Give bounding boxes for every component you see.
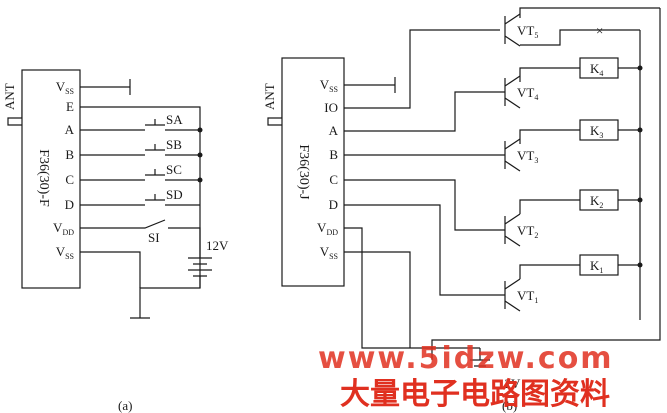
relay-k3: K3 [519,119,643,144]
battery-a-label: 12V [206,238,229,253]
watermark: www.5idzw.com 大量电子电路图资料 [318,341,614,412]
vss-b-line [344,251,411,348]
relay-k1: K1 [519,254,643,279]
pin-b-6: VDD [317,220,338,237]
chip-b-label: F36(30)-J [296,144,311,200]
switch-sd-label: SD [166,187,183,202]
transistor-vt2: VT2 [504,213,538,247]
pin-b-5: D [329,197,338,212]
transistor-label-vt3: VT3 [517,148,538,165]
vdd-a-line [80,219,201,250]
relay-k4: K4 [519,57,643,82]
relay-k2: K2 [519,189,643,214]
relay-label-k1: K1 [590,258,603,275]
vss-a-ground [80,79,131,95]
transistor-vt1: VT1 [504,278,538,312]
pin-a-2: A [65,122,75,137]
transistor-vt3: VT3 [504,138,538,172]
transistor-label-vt2: VT2 [517,223,538,240]
antenna-b-label: ANT [262,83,277,110]
cross-mark: × [596,23,603,38]
relay-label-k3: K3 [590,123,603,140]
pin-b-1: IO [324,100,338,115]
transistor-vt5: VT5 [504,13,538,47]
watermark-title: 大量电子电路图资料 [340,377,610,412]
battery-b-label: 12V [498,376,521,391]
switch-sc-label: SC [166,162,182,177]
antenna-a-label: ANT [2,83,17,110]
switch-sb-label: SB [166,137,182,152]
chip-a-label: F36(30)-F [36,149,51,207]
vdd-b-line [344,227,480,349]
pin-a-6: VDD [53,220,74,237]
pin-a-5: D [65,197,74,212]
chip-a-body [21,69,81,289]
pin-a-0: VSS [56,79,74,96]
vss-a-bottom [80,251,141,288]
transistor-vt4: VT4 [504,75,538,109]
transistor-label-vt5: VT5 [517,23,538,40]
push-buttons-a [145,119,165,201]
c-line-b [344,179,505,231]
pin-a-1: E [66,99,74,114]
caption-a: (a) [118,398,132,413]
chip-b-body [281,57,345,287]
io-line-b [344,29,500,109]
relay-label-k2: K2 [590,193,603,210]
pin-a-7: VSS [56,244,74,261]
switch-sa-label: SA [166,112,183,127]
pin-b-4: C [329,172,338,187]
outer-rail-b [431,8,661,360]
pin-a-4: C [65,172,74,187]
relay-label-k4: K4 [590,61,603,78]
a-line-b [344,91,505,132]
power-switch-label: SI [148,230,160,245]
watermark-url: www.5idzw.com [318,341,614,376]
battery-b [470,348,490,367]
pin-b-0: VSS [320,77,338,94]
pin-b-2: A [329,123,339,138]
d-line-b [344,204,505,296]
pin-b-3: B [329,147,338,162]
caption-b: (b) [502,398,517,413]
vss-b-ground [344,77,396,93]
transistor-label-vt4: VT4 [517,85,538,102]
pin-a-3: B [65,147,74,162]
transistor-label-vt1: VT1 [517,288,538,305]
pin-b-7: VSS [320,244,338,261]
